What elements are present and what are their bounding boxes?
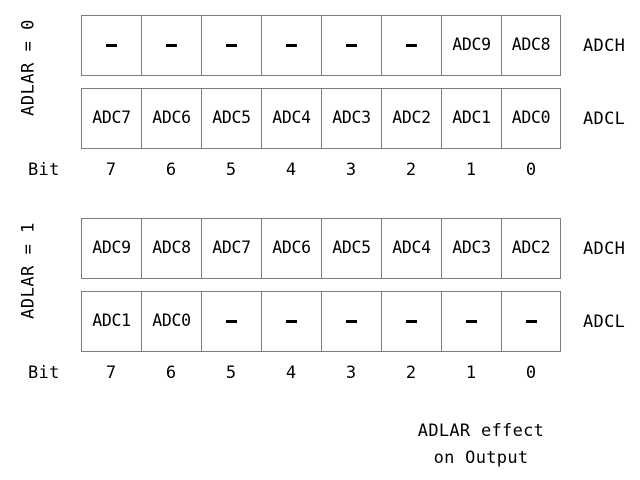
dash-icon	[226, 44, 237, 47]
bit-number: 1	[465, 160, 477, 180]
table-cell	[381, 15, 441, 76]
table-cell	[261, 15, 321, 76]
adlar-0-adcl-row: ADC7 ADC6 ADC5 ADC4 ADC3 ADC2 ADC1 ADC0	[81, 88, 561, 149]
dash-icon	[346, 44, 357, 47]
caption-line-2: on Output	[433, 448, 529, 468]
bit-number: 7	[105, 160, 117, 180]
table-cell: ADC2	[381, 88, 441, 149]
table-cell: ADC2	[501, 218, 561, 279]
table-cell: ADC9	[81, 218, 141, 279]
bit-label: Bit	[28, 160, 60, 180]
table-cell: ADC3	[441, 218, 501, 279]
bit-number: 0	[525, 160, 537, 180]
table-cell	[261, 291, 321, 352]
adlar-1-bit-row: Bit 7 6 5 4 3 2 1 0	[0, 363, 640, 385]
dash-icon	[106, 44, 117, 47]
table-cell	[381, 291, 441, 352]
table-cell: ADC4	[381, 218, 441, 279]
table-cell	[321, 291, 381, 352]
bit-number: 7	[105, 363, 117, 383]
table-cell: ADC6	[141, 88, 201, 149]
bit-label: Bit	[28, 363, 60, 383]
table-cell: ADC4	[261, 88, 321, 149]
dash-icon	[466, 320, 477, 323]
table-cell: ADC7	[81, 88, 141, 149]
bit-number: 3	[345, 160, 357, 180]
register-name-adcl: ADCL	[583, 109, 626, 129]
dash-icon	[406, 44, 417, 47]
dash-icon	[525, 320, 537, 323]
table-cell	[321, 15, 381, 76]
adlar-1-adch-row: ADC9 ADC8 ADC7 ADC6 ADC5 ADC4 ADC3 ADC2	[81, 218, 561, 279]
adlar-1-label: ADLAR = 1	[18, 222, 39, 319]
adlar-1-adcl-row: ADC1 ADC0	[81, 291, 561, 352]
bit-number: 4	[285, 363, 297, 383]
bit-number-list: 7 6 5 4 3 2 1 0	[81, 162, 561, 179]
dash-icon	[346, 320, 357, 323]
bit-number: 5	[225, 160, 237, 180]
bit-number: 6	[165, 160, 177, 180]
bit-number: 0	[525, 363, 537, 383]
bit-number: 4	[285, 160, 297, 180]
table-cell: ADC0	[501, 88, 561, 149]
bit-number-list: 7 6 5 4 3 2 1 0	[81, 365, 561, 382]
dash-icon	[286, 44, 297, 47]
bit-number: 2	[405, 160, 417, 180]
bit-number: 6	[165, 363, 177, 383]
dash-icon	[406, 320, 417, 323]
table-cell: ADC6	[261, 218, 321, 279]
dash-icon	[166, 44, 177, 47]
bit-number: 3	[345, 363, 357, 383]
table-cell: ADC1	[81, 291, 141, 352]
table-cell: ADC9	[441, 15, 501, 76]
diagram-caption: ADLAR effect on Output	[340, 418, 622, 472]
table-cell	[501, 291, 561, 352]
table-cell: ADC5	[201, 88, 261, 149]
table-cell: ADC3	[321, 88, 381, 149]
register-name-adch: ADCH	[583, 36, 626, 56]
register-name-adcl: ADCL	[583, 312, 626, 332]
table-cell	[81, 15, 141, 76]
table-cell: ADC8	[501, 15, 561, 76]
bit-number: 5	[225, 363, 237, 383]
adlar-0-bit-row: Bit 7 6 5 4 3 2 1 0	[0, 160, 640, 182]
table-cell: ADC8	[141, 218, 201, 279]
table-cell: ADC5	[321, 218, 381, 279]
dash-icon	[226, 320, 237, 323]
table-cell	[141, 15, 201, 76]
caption-line-1: ADLAR effect	[417, 421, 545, 441]
adlar-0-adch-row: ADC9 ADC8	[81, 15, 561, 76]
table-cell	[201, 15, 261, 76]
bit-number: 1	[465, 363, 477, 383]
register-name-adch: ADCH	[583, 239, 626, 259]
table-cell	[201, 291, 261, 352]
table-cell: ADC7	[201, 218, 261, 279]
dash-icon	[286, 320, 297, 323]
table-cell: ADC1	[441, 88, 501, 149]
bit-number: 2	[405, 363, 417, 383]
table-cell: ADC0	[141, 291, 201, 352]
table-cell	[441, 291, 501, 352]
adlar-0-label: ADLAR = 0	[18, 19, 39, 116]
